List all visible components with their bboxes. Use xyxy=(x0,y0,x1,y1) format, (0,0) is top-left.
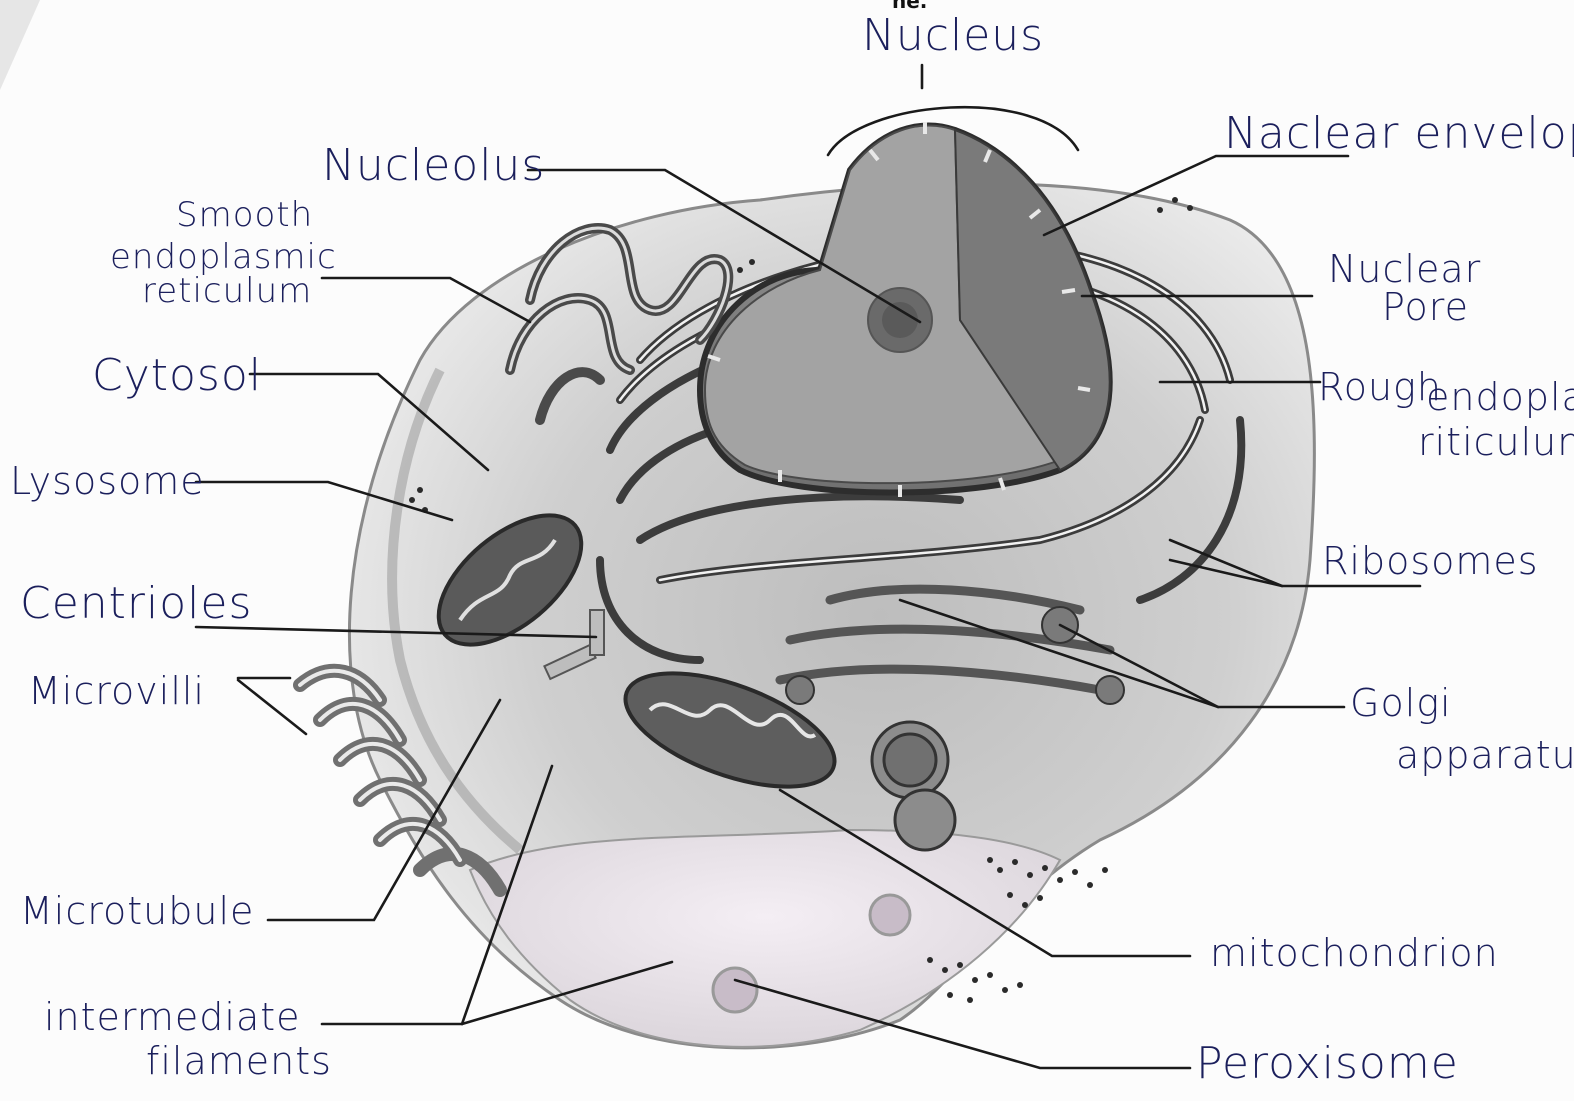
label-peroxisome: Peroxisome xyxy=(1196,1038,1459,1089)
label-nucleus: Nucleus xyxy=(862,10,1044,61)
label-intermediate-line1: intermediate xyxy=(44,995,301,1039)
nucleus xyxy=(700,122,1110,497)
label-golgi-line2: apparatus xyxy=(1396,733,1574,777)
cell-lower-region xyxy=(470,830,1060,1047)
label-rough-er-line1: endoplasm xyxy=(1426,375,1574,419)
label-rough-er-word: Rough xyxy=(1318,365,1442,409)
label-lysosome: Lysosome xyxy=(10,459,205,503)
label-microtubule: Microtubule xyxy=(20,889,254,933)
label-nuclear-pore-line2: Pore xyxy=(1382,285,1469,329)
paper-corner-shadow xyxy=(0,0,40,90)
label-nuclear-envelope: Naclear envelope xyxy=(1224,108,1574,159)
label-cytosol: Cytosol xyxy=(92,350,262,401)
label-rough-er-line2: riticulum xyxy=(1418,420,1574,464)
label-mitochondrion: mitochondrion xyxy=(1210,931,1499,975)
label-smooth-er-line1: Smooth xyxy=(176,195,313,235)
label-ribosomes: Ribosomes xyxy=(1322,539,1539,583)
label-microvilli: Microvilli xyxy=(28,669,205,713)
label-golgi-line1: Golgi xyxy=(1350,681,1452,725)
label-centrioles: Centrioles xyxy=(20,578,252,629)
label-smooth-er-line3: reticulum xyxy=(142,271,312,311)
label-intermediate-line2: filaments xyxy=(146,1039,332,1083)
label-nucleolus: Nucleolus xyxy=(322,140,545,191)
